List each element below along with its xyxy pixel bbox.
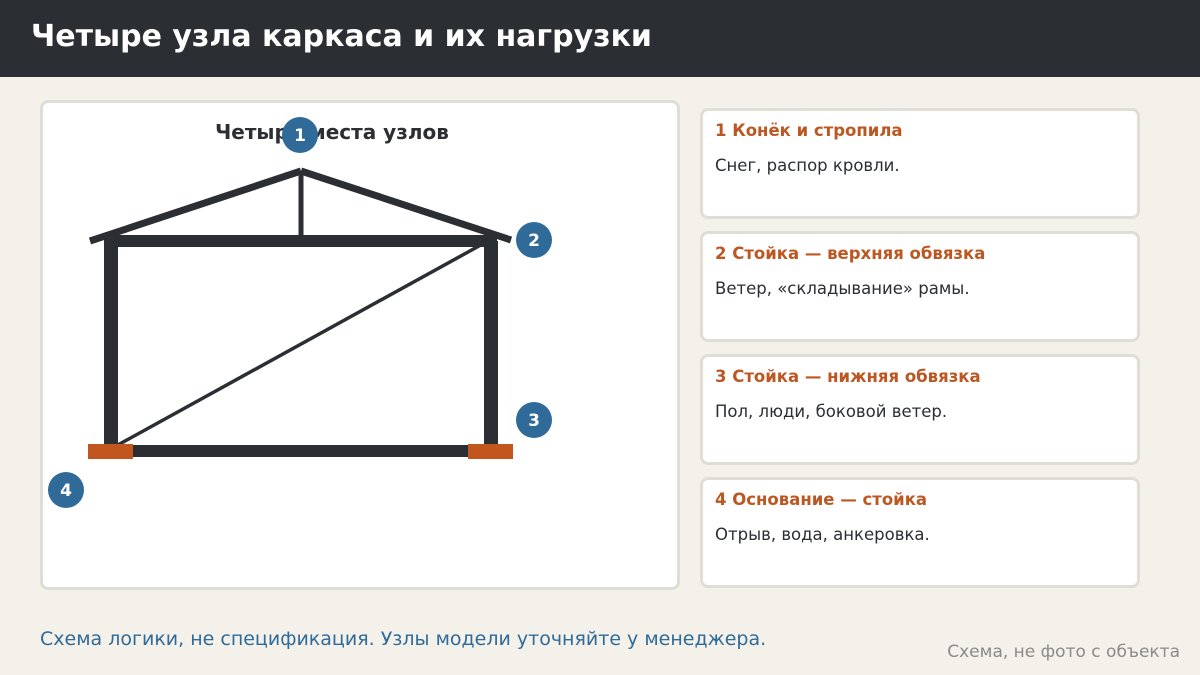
marker-4-label: 4 [60,481,72,501]
right-anchor [468,444,513,459]
node-card-title: 4 Основание — стойка [715,490,928,509]
left-rafter [88,167,303,245]
diagram-title: Четыре места узлов [215,120,449,144]
marker-1-label: 1 [294,126,306,146]
right-rafter [299,167,513,244]
node-card-title: 1 Конёк и стропила [715,121,903,140]
right-stud [484,241,498,456]
marker-4: 4 [48,472,84,508]
node-card-2: 2 Стойка — верхняя обвязка Ветер, «склад… [700,231,1140,342]
marker-3-label: 3 [528,411,540,431]
left-anchor [88,444,133,459]
diagonal-brace [115,239,489,448]
marker-2-label: 2 [528,231,540,251]
diagram-panel: Четыре места узлов [40,100,680,590]
disclaimer-note: Схема логики, не спецификация. Узлы моде… [40,628,767,650]
node-card-4: 4 Основание — стойка Отрыв, вода, анкеро… [700,477,1140,588]
marker-3: 3 [516,402,552,438]
bottom-plate [104,445,497,457]
image-caption: Схема, не фото с объекта [947,642,1180,662]
node-card-title: 2 Стойка — верхняя обвязка [715,244,986,263]
marker-2: 2 [516,222,552,258]
node-card-text: Пол, люди, боковой ветер. [715,402,948,421]
header: Четыре узла каркаса и их нагрузки [0,0,1200,77]
marker-1: 1 [282,117,318,153]
node-card-1: 1 Конёк и стропила Снег, распор кровли. [700,108,1140,219]
node-card-title: 3 Стойка — нижняя обвязка [715,367,981,386]
node-card-3: 3 Стойка — нижняя обвязка Пол, люди, бок… [700,354,1140,465]
top-plate [104,235,497,247]
node-card-text: Снег, распор кровли. [715,156,900,175]
left-stud [104,241,118,456]
node-card-text: Ветер, «складывание» рамы. [715,279,970,298]
node-card-text: Отрыв, вода, анкеровка. [715,525,930,544]
page-title: Четыре узла каркаса и их нагрузки [31,19,652,54]
